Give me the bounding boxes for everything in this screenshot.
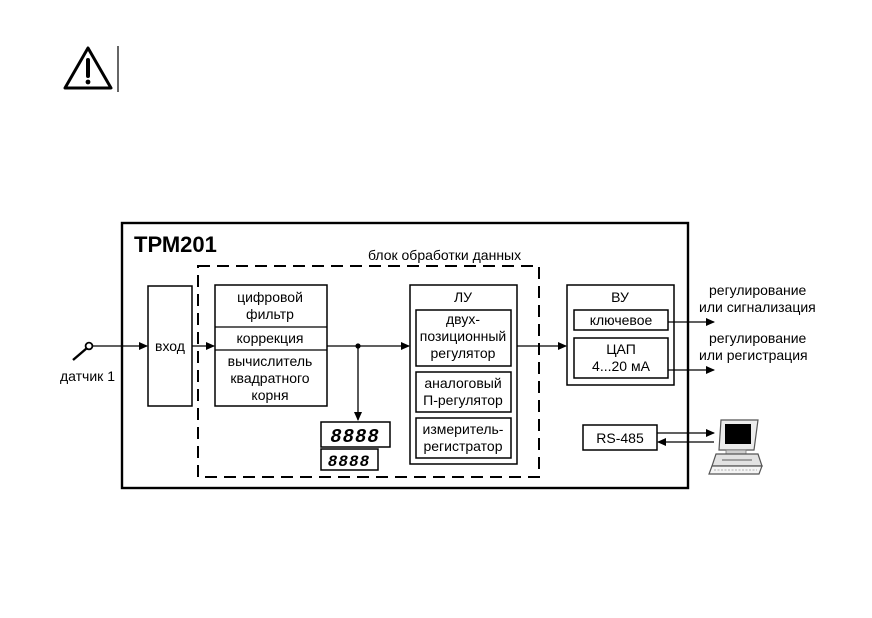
vu-title: ВУ	[611, 289, 629, 305]
meter-recorder-line2: регистратор	[423, 438, 502, 454]
processing-block	[197, 265, 540, 478]
correction-label: коррекция	[237, 330, 304, 346]
analog-p-line1: аналоговый	[424, 375, 501, 391]
input-label: вход	[155, 338, 185, 354]
dac-block	[573, 337, 669, 379]
processing-block-label: блок обработки данных	[368, 247, 521, 263]
display-upper: 8888	[330, 426, 380, 448]
key-output-text2: или сигнализация	[699, 299, 816, 315]
warning-icon	[63, 46, 113, 90]
meter-recorder	[415, 417, 512, 459]
key-output-block	[573, 309, 669, 331]
key-output-label: ключевое	[590, 312, 653, 328]
analog-p-line2: П-регулятор	[423, 392, 503, 408]
vu-block	[566, 284, 675, 386]
key-output-text1: регулирование	[709, 282, 807, 298]
sensor-icon	[72, 341, 94, 361]
display-lower: 8888	[328, 453, 370, 471]
meter-recorder-line1: измеритель-	[423, 421, 504, 437]
digital-filter-line2: фильтр	[246, 306, 294, 322]
lu-title: ЛУ	[454, 289, 472, 305]
dac-line2: 4...20 мА	[592, 358, 651, 374]
lu-block	[409, 284, 518, 465]
rs485-label: RS-485	[596, 430, 644, 446]
rs485-block	[582, 424, 658, 451]
sqrt-line2: квадратного	[230, 370, 309, 386]
two-position-line1: двух-	[446, 311, 480, 327]
analog-p-regulator	[415, 371, 512, 413]
two-position-line3: регулятор	[431, 345, 496, 361]
device-title: ТРМ201	[134, 232, 217, 257]
dac-line1: ЦАП	[606, 341, 636, 357]
digital-filter-line1: цифровой	[237, 289, 303, 305]
display: 8888 8888	[320, 421, 391, 471]
sensor-label: датчик 1	[60, 368, 115, 384]
sqrt-line1: вычислитель	[228, 353, 313, 369]
two-position-line2: позиционный	[420, 328, 506, 344]
dac-output-text1: регулирование	[709, 330, 807, 346]
sqrt-line3: корня	[251, 387, 288, 403]
computer-icon	[708, 419, 763, 475]
dac-output-text2: или регистрация	[699, 347, 808, 363]
device-frame	[120, 221, 690, 490]
two-position-regulator	[415, 309, 512, 367]
